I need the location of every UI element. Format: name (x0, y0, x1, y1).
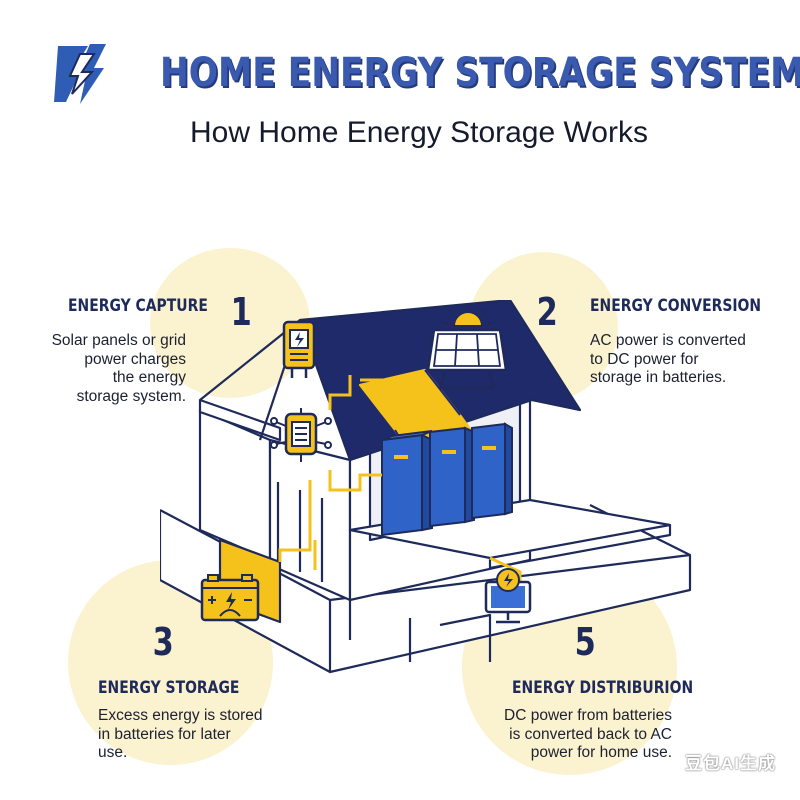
solar-panel-icon (426, 304, 508, 390)
step-2-line: to DC power for (590, 350, 699, 368)
step-1-number: 1 (230, 290, 252, 334)
step-2-description: AC power is converted to DC power for st… (590, 332, 780, 388)
step-3-line: use. (98, 744, 128, 761)
battery-cabinets (381, 422, 513, 537)
inverter-icon (282, 320, 316, 378)
step-3-line: in batteries for later (98, 725, 231, 743)
page-title: HOME ENERGY STORAGE SYSTEM (160, 50, 800, 96)
step-3-heading: ENERGY STORAGE (98, 678, 240, 698)
step-3-line: Excess energy is stored (98, 707, 263, 724)
step-1-line: storage system. (76, 387, 186, 405)
step-5-number: 5 (574, 620, 596, 664)
step-2-line: AC power is converted (590, 332, 746, 349)
page-subtitle: How Home Energy Storage Works (190, 116, 648, 149)
step-5-description: DC power from batteries is converted bac… (472, 707, 672, 763)
step-2-line: storage in batteries. (590, 369, 727, 386)
step-3-description: Excess energy is stored in batteries for… (98, 707, 298, 763)
step-1-line: power charges (84, 350, 186, 368)
controller-icon (270, 408, 332, 462)
step-2-number: 2 (536, 290, 558, 334)
step-1-heading: ENERGY CAPTURE (68, 296, 208, 316)
step-2-heading: ENERGY CONVERSION (590, 296, 762, 316)
lightning-logo-icon (54, 44, 106, 104)
step-5-line: is converted back to AC (509, 725, 672, 743)
step-1-description: Solar panels or grid power charges the e… (20, 332, 186, 406)
battery-icon (200, 574, 260, 622)
step-1-line: the energy (112, 369, 186, 386)
step-5-line: power for home use. (530, 744, 672, 761)
monitor-bulb-icon (484, 568, 532, 624)
watermark: 豆包AI生成 (685, 754, 776, 773)
step-3-number: 3 (152, 620, 174, 664)
step-5-line: DC power from batteries (504, 707, 672, 724)
step-1-line: Solar panels or grid (51, 332, 186, 349)
step-5-heading: ENERGY DISTRIBURION (512, 678, 694, 698)
